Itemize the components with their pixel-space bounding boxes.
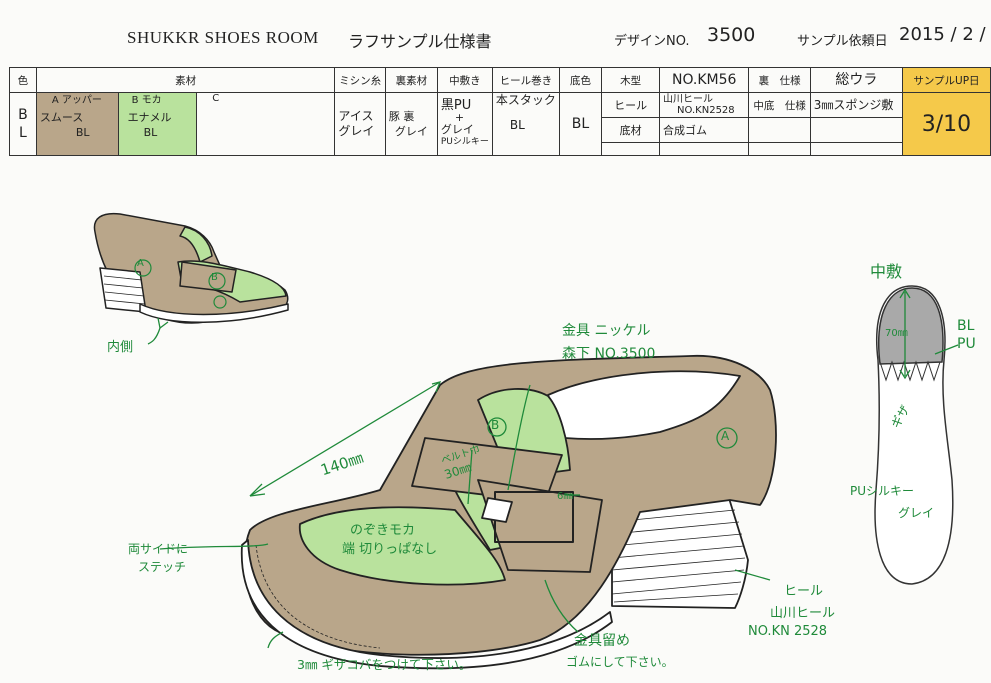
inside-view-shoe <box>93 212 289 324</box>
request-date-label: サンプル依頼日 <box>797 34 888 49</box>
last-value: NO.KM56 <box>659 67 750 93</box>
color-line-1: B <box>18 107 28 123</box>
insole-value: 黒PU + グレイ PUシルキー <box>436 92 493 156</box>
design-no-label: デザインNO. <box>614 34 690 49</box>
material-b-label: B モカ <box>131 95 162 106</box>
material-b-line1: エナメル <box>127 111 172 124</box>
insole-line-3: グレイ <box>440 123 474 136</box>
header-lining: 裏素材 <box>384 67 438 93</box>
annotation-lines <box>159 381 771 649</box>
lining-line-1: 豚 裏 <box>388 110 415 123</box>
insole-line-4: PUシルキー <box>440 137 489 147</box>
marker-b-small: B <box>211 272 218 283</box>
sole-color-value: BL <box>558 92 603 156</box>
material-a-line1: スムース <box>39 111 84 124</box>
insole-line-2: + <box>454 111 465 124</box>
insole-length-label: 70㎜ <box>885 328 908 339</box>
material-a-line2: BL <box>75 126 90 139</box>
heel-value-line-1: 山川ヒール <box>663 94 714 105</box>
heel-label-2: 山川ヒール <box>770 606 836 621</box>
marker-b-main: B <box>491 418 500 432</box>
design-no-value: 3500 <box>707 24 756 46</box>
header-sole-color: 底色 <box>558 67 603 93</box>
finish-value: 総ウラ <box>809 67 903 93</box>
lining-line-2: グレイ <box>394 125 428 138</box>
header-last: 木型 <box>601 67 661 93</box>
inside-view-label: 内側 <box>107 340 134 355</box>
header-heel-wrap: ヒール巻き <box>491 67 560 93</box>
insole-material-label-1: PUシルキー <box>850 484 915 498</box>
moca-label-2: 端 切りっぱなし <box>342 542 438 557</box>
material-a-label: A アッパー <box>51 95 102 106</box>
buckle-width-label: 6㎜ <box>557 491 574 502</box>
insole-line-1: 黒PU <box>440 98 472 113</box>
document-title: ラフサンプル仕様書 <box>348 32 492 51</box>
heel-wrap-line-2: BL <box>509 118 525 132</box>
main-shoe-drawing <box>240 355 777 670</box>
both-sides-label-1: 両サイドに <box>128 542 189 556</box>
heel-wrap-line-1: 本スタック <box>495 93 556 108</box>
moca-label-1: のぞきモカ <box>350 523 416 538</box>
insole-color-label-1: BL <box>957 318 975 334</box>
marker-a-small: A <box>137 258 144 269</box>
mid-finish-value: 3㎜スポンジ敷 <box>809 92 903 118</box>
thread-line-1: アイス <box>338 109 374 123</box>
hardware-label-2: 森下 NO.3500 <box>562 346 656 362</box>
empty-cell-5 <box>748 142 811 156</box>
thread-line-2: グレイ <box>338 124 375 138</box>
insole-color-label-2: PU <box>957 336 976 352</box>
marker-a-main: A <box>721 429 730 443</box>
header-color: 色 <box>9 67 37 93</box>
spec-table: 色 素材 ミシン糸 裏素材 中敷き ヒール巻き 底色 木型 NO.KM56 裏 … <box>9 67 991 156</box>
heel-value-line-2: NO.KN2528 <box>677 105 735 116</box>
outsole-value: 合成ゴム <box>659 117 750 143</box>
material-c-cell: C <box>196 92 336 156</box>
brand-name: SHUKKR SHOES ROOM <box>127 28 319 47</box>
material-b-line2: BL <box>143 126 158 139</box>
welt-label: 3㎜ ギザコバをつけて下さい。 <box>297 657 472 672</box>
heel-wrap-value: 本スタック BL <box>491 92 560 156</box>
header-finish: 裏 仕様 <box>748 67 811 93</box>
sample-up-value: 3/10 <box>901 92 991 156</box>
material-a-cell: A アッパー スムース BL <box>35 92 119 156</box>
fastener-label-1: 金具留め <box>574 633 630 649</box>
heel-label-1: ヒール <box>784 584 824 599</box>
insole-material-label-2: グレイ <box>898 506 935 520</box>
insole-title: 中敷 <box>870 262 903 281</box>
heel-label-3: NO.KN 2528 <box>748 624 828 639</box>
request-date-value: 2015 / 2 / <box>899 24 986 45</box>
both-sides-label-2: ステッチ <box>138 560 187 574</box>
color-line-2: L <box>19 125 27 141</box>
thread-value: アイス グレイ <box>334 92 386 156</box>
empty-cell-2 <box>809 117 903 143</box>
hardware-label-1: 金具 ニッケル <box>562 323 651 339</box>
material-c-label: C <box>212 93 220 105</box>
empty-cell-6 <box>809 142 903 156</box>
heel-value: 山川ヒール NO.KN2528 <box>659 92 750 118</box>
fastener-label-2: ゴムにして下さい。 <box>566 655 674 669</box>
insole-drawing <box>874 285 954 585</box>
header-sample-up: サンプルUP日 <box>901 67 991 93</box>
